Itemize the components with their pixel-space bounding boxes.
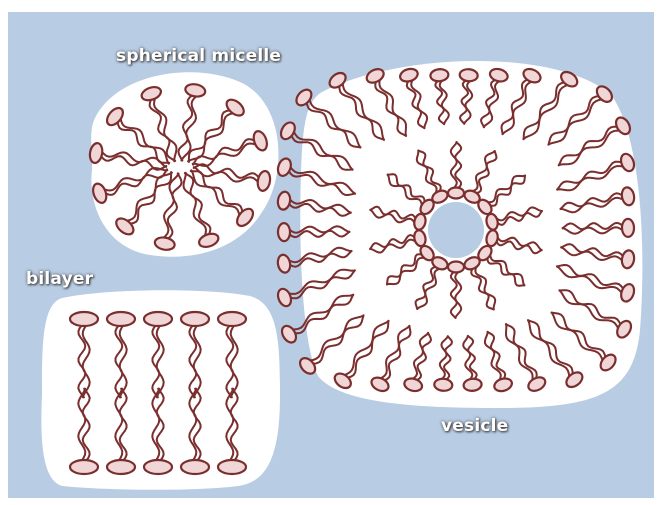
lipid-head: [70, 460, 98, 474]
lipid-head: [448, 188, 464, 199]
lipid-head: [278, 223, 290, 241]
lipid-head: [448, 262, 464, 273]
bilayer-label: bilayer: [26, 269, 93, 289]
lipid-head: [218, 312, 246, 326]
lipid-head: [463, 378, 482, 392]
lipid-head: [70, 312, 98, 326]
spherical-micelle-label: spherical micelle: [116, 46, 281, 66]
lipid-head: [107, 312, 135, 326]
lipid-head: [107, 460, 135, 474]
lipid-head: [430, 68, 449, 82]
lipid-head: [144, 460, 172, 474]
lipid-head: [434, 378, 453, 391]
lipid-head: [181, 460, 209, 474]
lipid-head: [622, 219, 634, 237]
lipid-head: [144, 312, 172, 326]
lipid-head: [181, 312, 209, 326]
vesicle-label: vesicle: [441, 416, 508, 436]
lipid-head: [459, 68, 478, 81]
vesicle-aqueous-core: [428, 202, 484, 258]
lipid-head: [218, 460, 246, 474]
